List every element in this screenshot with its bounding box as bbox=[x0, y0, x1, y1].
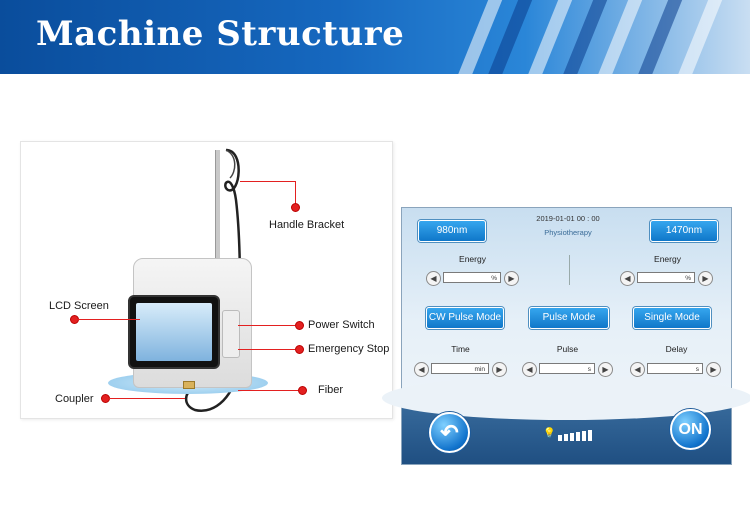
page-title: Machine Structure bbox=[36, 14, 405, 54]
pointer-line bbox=[78, 319, 140, 320]
energy-left-increase-button[interactable]: ▶ bbox=[504, 271, 519, 286]
pointer-dot bbox=[295, 321, 304, 330]
energy-right-increase-button[interactable]: ▶ bbox=[698, 271, 713, 286]
pointer-line bbox=[238, 325, 295, 326]
back-arrow-icon: ↶ bbox=[440, 420, 459, 445]
datetime-display: 2019-01-01 00 : 00 bbox=[536, 214, 600, 223]
energy-left-decrease-button[interactable]: ◀ bbox=[426, 271, 441, 286]
brightness-bar bbox=[558, 435, 562, 441]
chevron-right-icon: ▶ bbox=[602, 365, 609, 374]
pointer-dot bbox=[298, 386, 307, 395]
energy-left-field[interactable]: % bbox=[443, 272, 501, 283]
time-field[interactable]: min bbox=[431, 363, 489, 374]
coupler-port bbox=[183, 381, 195, 389]
pointer-line bbox=[109, 398, 185, 399]
chevron-right-icon: ▶ bbox=[496, 365, 503, 374]
pointer-line bbox=[238, 390, 298, 391]
chevron-left-icon: ◀ bbox=[430, 274, 437, 283]
pulse-increase-button[interactable]: ▶ bbox=[598, 362, 613, 377]
energy-right-label: Energy bbox=[654, 254, 681, 264]
label-handle-bracket: Handle Bracket bbox=[269, 219, 345, 231]
pointer-line bbox=[240, 181, 295, 182]
pointer-dot bbox=[295, 345, 304, 354]
energy-left-label: Energy bbox=[459, 254, 486, 264]
energy-right-field[interactable]: % bbox=[637, 272, 695, 283]
time-label: Time bbox=[451, 344, 470, 354]
machine-side-panel bbox=[222, 310, 240, 358]
pointer-line bbox=[295, 181, 296, 204]
brightness-bar bbox=[564, 434, 568, 441]
brightness-bar bbox=[570, 433, 574, 441]
delay-increase-button[interactable]: ▶ bbox=[706, 362, 721, 377]
pointer-dot bbox=[291, 203, 300, 212]
delay-decrease-button[interactable]: ◀ bbox=[630, 362, 645, 377]
delay-field[interactable]: s bbox=[647, 363, 703, 374]
chevron-left-icon: ◀ bbox=[624, 274, 631, 283]
header-banner: Machine Structure bbox=[0, 0, 750, 74]
energy-right-decrease-button[interactable]: ◀ bbox=[620, 271, 635, 286]
lightbulb-icon: 💡 bbox=[543, 428, 556, 439]
fiber-loop bbox=[225, 149, 236, 179]
back-button[interactable]: ↶ bbox=[429, 412, 470, 453]
label-power-switch: Power Switch bbox=[308, 319, 375, 331]
brightness-level-bars[interactable] bbox=[558, 430, 594, 441]
label-emergency-stop: Emergency Stop bbox=[308, 343, 390, 355]
wavelength-1470-button[interactable]: 1470nm bbox=[650, 220, 718, 242]
label-lcd-screen: LCD Screen bbox=[49, 300, 109, 312]
chevron-right-icon: ▶ bbox=[710, 365, 717, 374]
time-increase-button[interactable]: ▶ bbox=[492, 362, 507, 377]
cw-pulse-mode-button[interactable]: CW Pulse Mode bbox=[426, 307, 504, 329]
chevron-left-icon: ◀ bbox=[634, 365, 641, 374]
chevron-right-icon: ▶ bbox=[702, 274, 709, 283]
pulse-decrease-button[interactable]: ◀ bbox=[522, 362, 537, 377]
time-decrease-button[interactable]: ◀ bbox=[414, 362, 429, 377]
brightness-bar bbox=[576, 432, 580, 441]
handle-bracket-pole bbox=[215, 150, 220, 260]
on-button[interactable]: ON bbox=[670, 409, 711, 450]
pointer-line bbox=[238, 349, 295, 350]
mode-title: Physiotherapy bbox=[544, 228, 592, 237]
brightness-bar bbox=[582, 431, 586, 441]
pulse-field[interactable]: s bbox=[539, 363, 595, 374]
single-mode-button[interactable]: Single Mode bbox=[633, 307, 711, 329]
lcd-screen-display bbox=[136, 303, 212, 361]
label-fiber: Fiber bbox=[318, 384, 344, 396]
chevron-right-icon: ▶ bbox=[508, 274, 515, 283]
pulse-label: Pulse bbox=[556, 344, 579, 354]
label-coupler: Coupler bbox=[55, 393, 94, 405]
brightness-bar bbox=[588, 430, 592, 441]
energy-divider bbox=[569, 255, 570, 285]
lcd-screen bbox=[128, 295, 220, 369]
chevron-left-icon: ◀ bbox=[418, 365, 425, 374]
chevron-left-icon: ◀ bbox=[526, 365, 533, 374]
wavelength-980-button[interactable]: 980nm bbox=[418, 220, 486, 242]
pulse-mode-button[interactable]: Pulse Mode bbox=[529, 307, 609, 329]
delay-label: Delay bbox=[665, 344, 688, 354]
